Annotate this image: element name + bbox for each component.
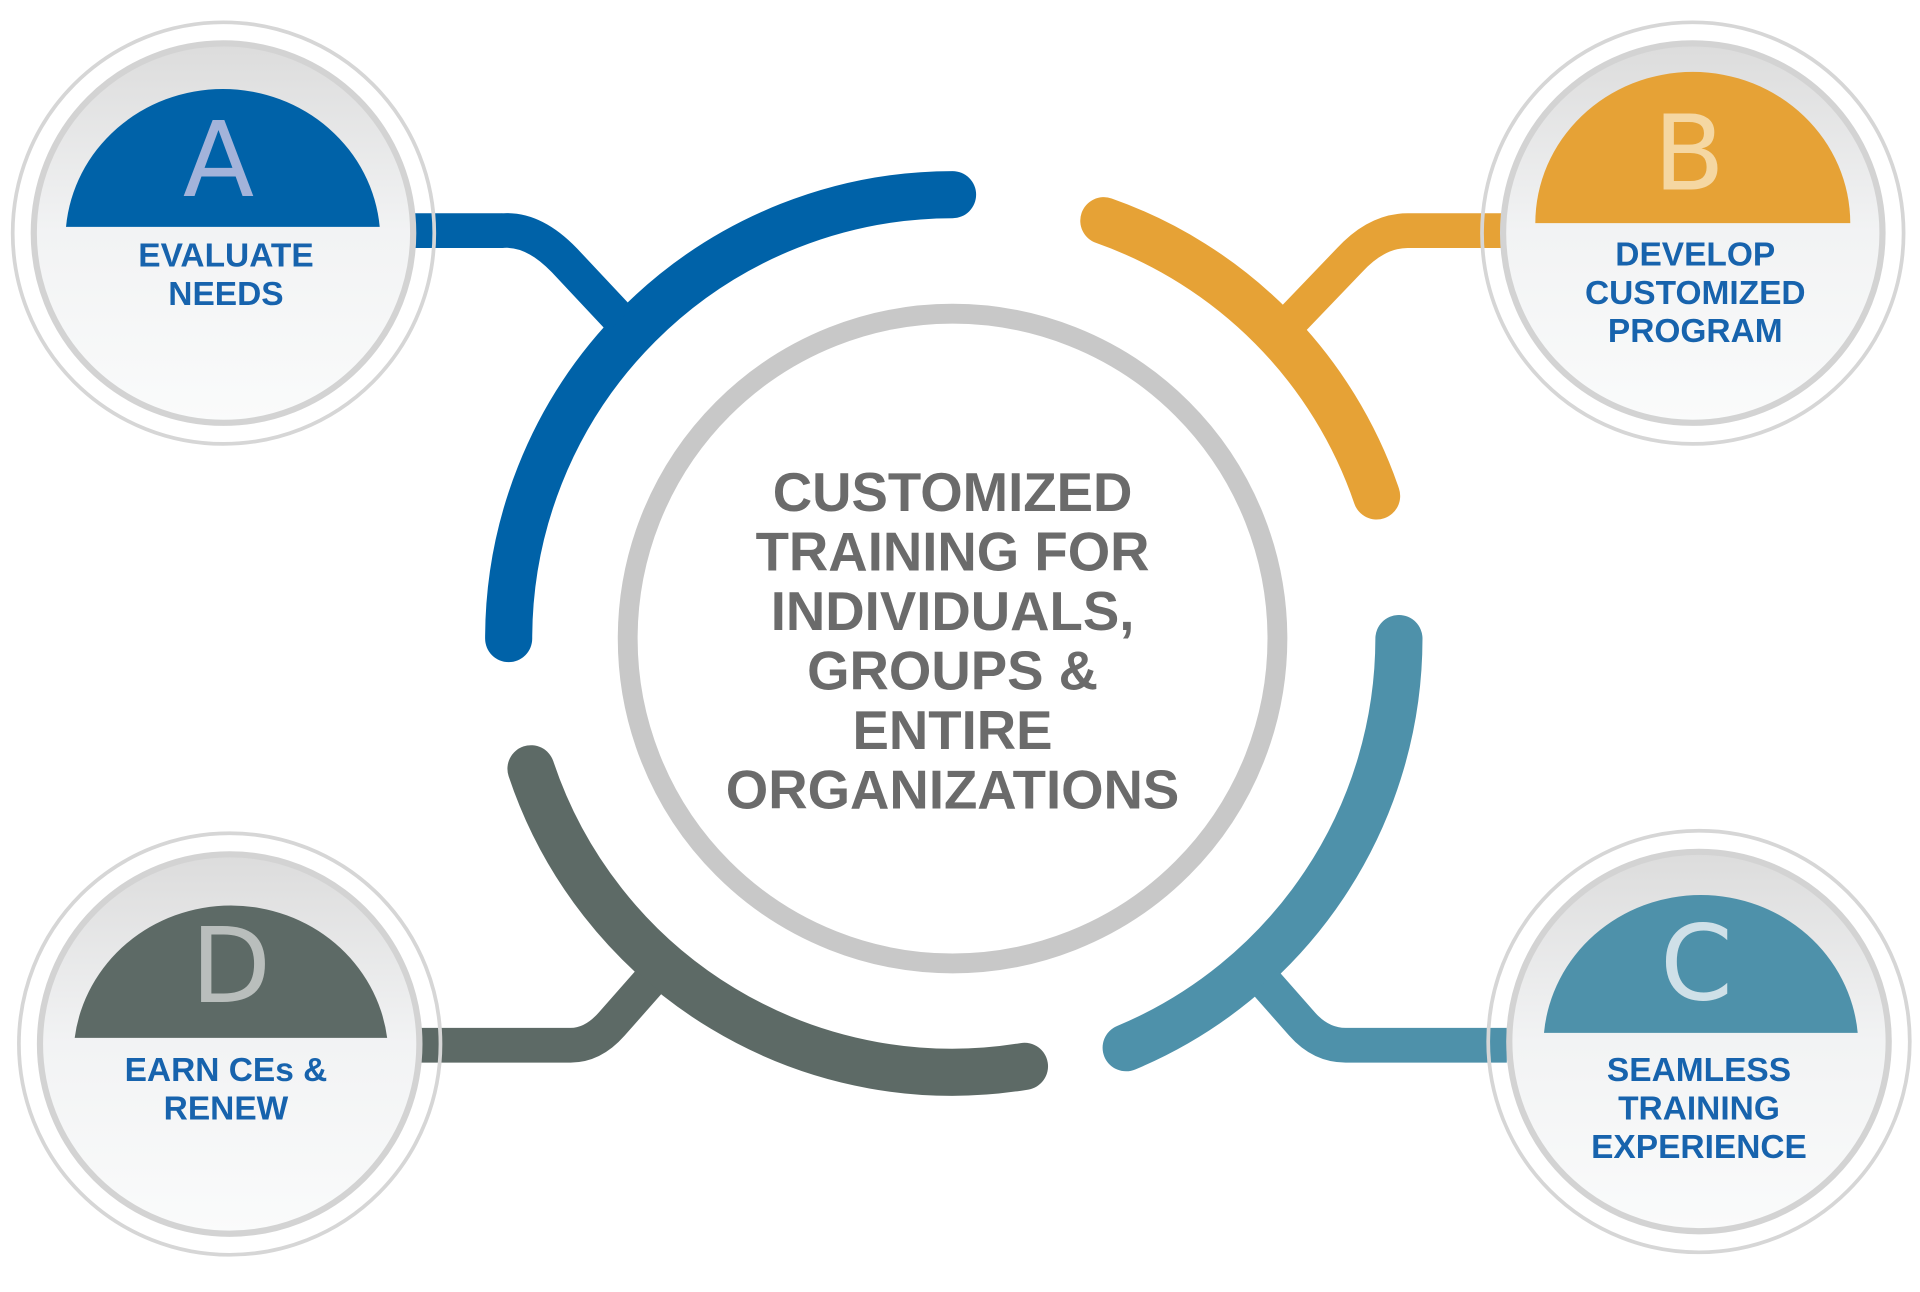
center-title: CUSTOMIZED TRAINING FOR INDIVIDUALS, GRO… bbox=[726, 462, 1180, 821]
center-line-5: ENTIRE bbox=[853, 700, 1053, 761]
connector-d bbox=[419, 970, 662, 1063]
step-c-label-line3: EXPERIENCE bbox=[1591, 1129, 1807, 1166]
connector-b bbox=[1279, 213, 1504, 332]
step-d-cap bbox=[74, 905, 388, 1038]
step-a-label-line1: EVALUATE bbox=[138, 238, 313, 275]
center-line-4: GROUPS & bbox=[807, 640, 1098, 701]
connector-a bbox=[409, 213, 633, 332]
step-b-cap bbox=[1535, 71, 1851, 224]
center-line-1: CUSTOMIZED bbox=[773, 462, 1133, 523]
center-ring bbox=[617, 303, 1288, 974]
step-b-label-line3: PROGRAM bbox=[1608, 313, 1783, 350]
step-d-letter: D bbox=[191, 905, 271, 1027]
step-a-cap bbox=[66, 89, 380, 227]
arc-b bbox=[1080, 197, 1401, 520]
center-line-3: INDIVIDUALS, bbox=[771, 581, 1135, 642]
arc-c bbox=[1102, 615, 1423, 1072]
arc-d bbox=[507, 745, 1049, 1096]
step-c-letter: C bbox=[1660, 902, 1733, 1024]
step-a: A EVALUATE NEEDS bbox=[10, 20, 437, 446]
step-c-cap bbox=[1544, 894, 1858, 1033]
step-b-label-line1: DEVELOP bbox=[1615, 236, 1775, 273]
step-c: C SEAMLESS TRAINING EXPERIENCE bbox=[1486, 828, 1912, 1255]
step-d-label-line1: EARN CEs & bbox=[125, 1052, 328, 1089]
step-d-label-line2: RENEW bbox=[164, 1091, 289, 1128]
center-line-2: TRAINING FOR bbox=[756, 521, 1150, 582]
step-b-label-line2: CUSTOMIZED bbox=[1585, 275, 1806, 312]
step-a-letter: A bbox=[183, 99, 254, 221]
step-a-label-line2: NEEDS bbox=[168, 276, 283, 313]
step-c-label-line2: TRAINING bbox=[1618, 1091, 1780, 1128]
arc-a bbox=[485, 171, 977, 663]
step-c-label-line1: SEAMLESS bbox=[1607, 1052, 1791, 1089]
step-b-letter: B bbox=[1653, 93, 1724, 215]
connector-c bbox=[1252, 970, 1507, 1063]
step-d: D EARN CEs & RENEW bbox=[17, 831, 443, 1257]
center-line-6: ORGANIZATIONS bbox=[726, 759, 1180, 820]
step-b: B DEVELOP CUSTOMIZED PROGRAM bbox=[1480, 20, 1906, 446]
